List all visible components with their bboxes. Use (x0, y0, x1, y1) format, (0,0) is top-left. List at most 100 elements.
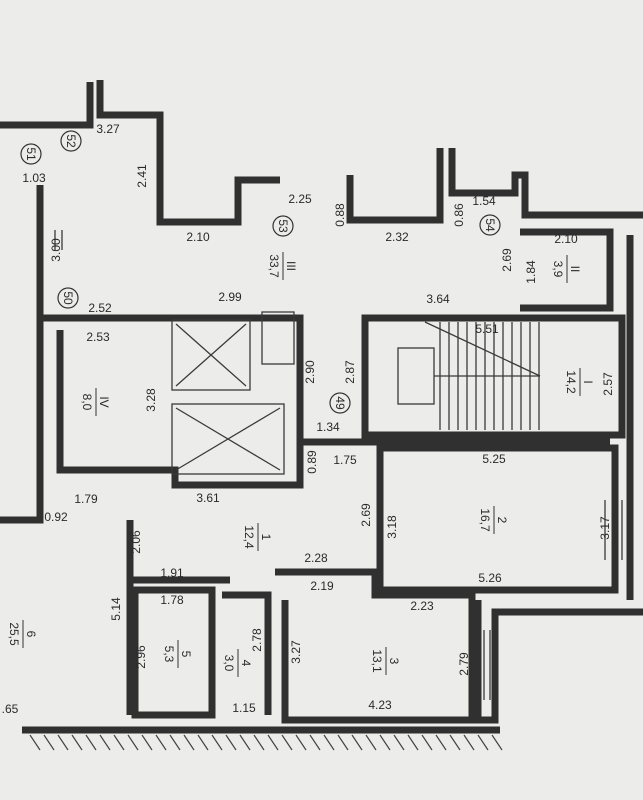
dimension-label: 2.78 (250, 628, 264, 652)
interior-walls (42, 228, 626, 724)
stair-treads (439, 322, 540, 430)
dimension-label: 1.03 (22, 171, 46, 185)
elevator-1 (171, 319, 251, 391)
dimension-label: 1.54 (472, 194, 496, 208)
wall-room-4 (222, 591, 272, 715)
apartment-circle (60, 130, 82, 152)
apartment-number: 52 (64, 134, 78, 148)
dimension-label: 3.28 (144, 388, 158, 412)
dimension-label: 5.25 (482, 452, 506, 466)
room-label-II: II3,9 (551, 255, 582, 283)
room-area: 33,7 (267, 254, 281, 278)
wall-top-right (448, 148, 643, 219)
wall-room-2 (376, 444, 619, 594)
dimension-label: 3.27 (289, 640, 303, 664)
apartment-circle (272, 215, 294, 237)
dimension-label: 3.00 (49, 238, 63, 262)
dimension-label: 1.34 (316, 420, 340, 434)
room-area: 3,9 (551, 261, 565, 278)
room-area: 12,4 (242, 525, 256, 549)
dimension-label: 5.14 (109, 597, 123, 621)
room-area: 13,1 (370, 649, 384, 673)
room-label-1: 112,4 (242, 523, 273, 551)
wall-room-3 (275, 568, 476, 724)
room-number: 6 (24, 631, 38, 638)
dimension-label: 2.23 (410, 599, 434, 613)
apartment-number: 50 (61, 291, 75, 305)
dimension-label: 1.75 (333, 453, 357, 467)
dimension-label: 2.10 (186, 230, 210, 244)
room-label-IV: IV8,0 (80, 388, 111, 416)
room-number: I (581, 380, 595, 383)
room-area: 16,7 (478, 508, 492, 532)
dimension-label: 0.86 (452, 203, 466, 227)
apartment-circle (20, 143, 42, 165)
dimension-label: 2.10 (554, 232, 578, 246)
staircase (397, 321, 541, 430)
dimension-label: 2.19 (310, 579, 334, 593)
dimension-label: 0.92 (44, 510, 68, 524)
room-area: 8,0 (80, 394, 94, 411)
room-number: 3 (387, 658, 401, 665)
room-label-5: 55,3 (162, 640, 193, 668)
window-marks (54, 230, 623, 700)
dimension-label: 3.61 (196, 491, 220, 505)
room-area: 25,5 (7, 622, 21, 646)
room-number: 1 (259, 534, 273, 541)
dimension-label: 1.84 (524, 260, 538, 284)
room-area: 14,2 (564, 370, 578, 394)
dimension-label: 2.41 (135, 164, 149, 188)
ground-hatch (29, 734, 503, 751)
elevator-shafts (171, 311, 295, 475)
dimension-label: 4.23 (368, 698, 392, 712)
dimension-label: 2.99 (218, 290, 242, 304)
dimension-label: 2.32 (385, 230, 409, 244)
elevator-2 (171, 403, 285, 475)
dimension-label: 2.28 (304, 551, 328, 565)
room-number: 5 (179, 651, 193, 658)
dimension-label: 2.87 (343, 360, 357, 384)
apartment-number: 53 (276, 219, 290, 233)
dimension-label: 2.57 (601, 372, 615, 396)
dimension-label: 1.15 (232, 701, 256, 715)
wall-top-notch (346, 148, 444, 224)
apartment-number: 51 (24, 147, 38, 161)
dimension-label: 0.89 (305, 450, 319, 474)
dimension-label: 2.96 (134, 645, 148, 669)
room-number: II (568, 266, 582, 273)
wall-stair-hall (361, 314, 626, 439)
wall-room-II (520, 228, 614, 312)
apartment-circle (57, 287, 79, 309)
dimension-label: 2.79 (457, 652, 471, 676)
shaft-box (261, 311, 295, 365)
exterior-walls (0, 80, 643, 734)
room-area: 5,3 (162, 646, 176, 663)
dimension-label: 2.69 (500, 248, 514, 272)
room-number: IV (97, 396, 111, 407)
dimension-label: 2.90 (303, 360, 317, 384)
room-number: 2 (495, 517, 509, 524)
dimension-label: 2.69 (359, 503, 373, 527)
wall-left (0, 185, 44, 524)
wall-room-IV (42, 314, 304, 489)
room-label-2: 216,7 (478, 506, 509, 534)
room-label-4: 43,0 (222, 649, 253, 677)
room-number: III (284, 261, 298, 271)
wall-top-mid (96, 80, 280, 226)
dimension-label: 2.52 (88, 301, 112, 315)
dimension-label: 3.64 (426, 292, 450, 306)
room-number: 4 (239, 660, 253, 667)
dimension-label: 3.27 (96, 122, 120, 136)
dimension-label: 2.25 (288, 192, 312, 206)
dimension-label: 1.78 (160, 593, 184, 607)
apartment-number: 54 (483, 218, 497, 232)
wall-top-left (0, 82, 94, 129)
room-label-3: 313,1 (370, 647, 401, 675)
dimension-label: .65 (2, 702, 19, 716)
